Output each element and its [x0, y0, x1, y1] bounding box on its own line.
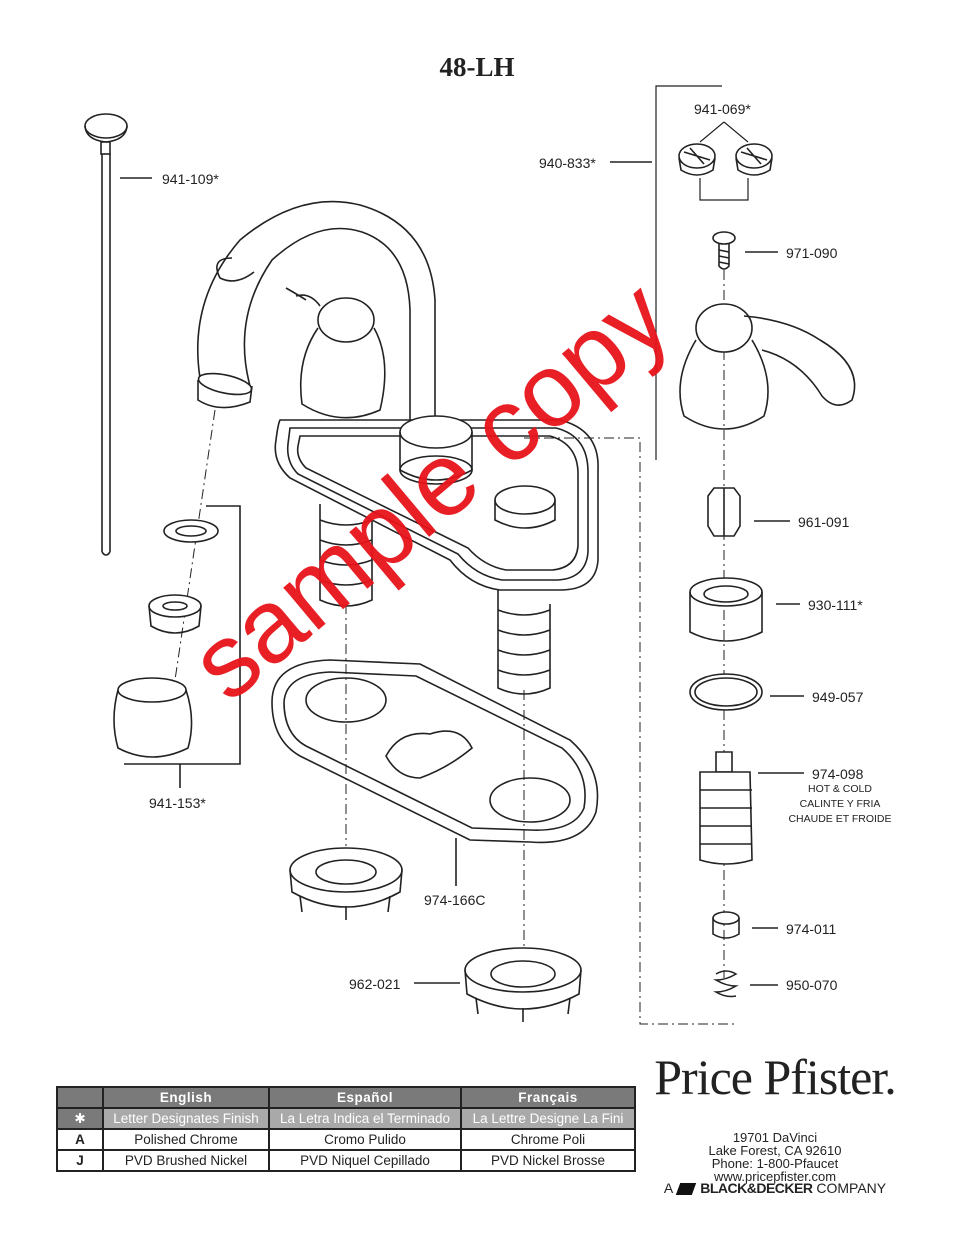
cell-fr: Chrome Poli: [460, 1128, 636, 1151]
cell-es: PVD Niquel Cepillado: [268, 1149, 462, 1172]
finish-key: J: [56, 1149, 104, 1172]
aerator-insert: [148, 594, 202, 634]
spout: [197, 200, 436, 420]
nut-left: [289, 847, 403, 920]
address-block: 19701 DaVinci Lake Forest, CA 92610 Phon…: [650, 1131, 900, 1183]
left-handle: [285, 287, 386, 419]
label-930-111: 930-111*: [808, 597, 863, 613]
cell-fr: PVD Nickel Brosse: [460, 1149, 636, 1172]
note-hot-cold: HOT & COLD: [808, 783, 872, 795]
address-street: 19701 DaVinci: [732, 1130, 818, 1145]
label-974-166C: 974-166C: [424, 892, 486, 908]
finish-table-header: English Español Français: [56, 1086, 636, 1109]
diagram-title: 48-LH: [439, 52, 515, 82]
aerator-housing: [113, 677, 193, 758]
nut-962-021: [464, 947, 582, 1022]
cell-en: Letter Designates Finish: [102, 1107, 270, 1130]
header-english: English: [102, 1086, 270, 1109]
price-pfister-logo: Price Pfister.: [654, 1049, 897, 1105]
table-row: ✱ Letter Designates Finish La Letra Indi…: [56, 1107, 636, 1130]
index-button-left: [678, 143, 716, 176]
cell-es: La Letra Indica el Terminado: [268, 1107, 462, 1130]
label-974-011: 974-011: [786, 921, 837, 937]
right-shank: [497, 590, 551, 695]
seat: [712, 911, 740, 939]
table-row: A Polished Chrome Cromo Pulido Chrome Po…: [56, 1128, 636, 1151]
bracket-940-833: [655, 85, 722, 460]
lever-handle: [679, 303, 856, 430]
table-row: J PVD Brushed Nickel PVD Niquel Cepillad…: [56, 1149, 636, 1172]
company-suffix: COMPANY: [816, 1180, 887, 1196]
cartridge: [699, 751, 753, 865]
label-974-098: 974-098: [812, 766, 864, 782]
label-962-021: 962-021: [349, 976, 401, 992]
gasket-plate: [271, 659, 599, 844]
company-name: BLACK&DECKER: [700, 1180, 813, 1196]
cell-es: Cromo Pulido: [268, 1128, 462, 1151]
label-940-833: 940-833*: [539, 155, 596, 171]
lift-rod: [84, 113, 128, 556]
bonnet-nut: [689, 577, 763, 642]
header-blank: [56, 1086, 104, 1109]
stem-adapter: [707, 487, 741, 537]
o-ring: [689, 673, 763, 711]
finish-key: A: [56, 1128, 104, 1151]
screw: [712, 231, 736, 270]
black-decker-logo-icon: [676, 1183, 697, 1196]
label-950-070: 950-070: [786, 977, 838, 993]
index-button-right: [735, 143, 773, 176]
company-prefix: A: [663, 1180, 673, 1196]
bracket-941-153: [124, 505, 241, 765]
parent-company: A BLACK&DECKER COMPANY: [650, 1180, 900, 1196]
note-spanish: CALINTE Y FRIA: [799, 798, 881, 810]
cell-fr: La Lettre Designe La Fini: [460, 1107, 636, 1130]
label-941-069: 941-069*: [694, 101, 751, 117]
phone: Phone: 1-800-Pfaucet: [711, 1156, 839, 1171]
label-961-091: 961-091: [798, 514, 850, 530]
label-941-109: 941-109*: [162, 171, 219, 187]
header-francais: Français: [460, 1086, 636, 1109]
label-974-098-notes: HOT & COLD CALINTE Y FRIA CHAUDE ET FROI…: [770, 782, 910, 827]
label-971-090: 971-090: [786, 245, 838, 261]
note-french: CHAUDE ET FROIDE: [788, 813, 892, 825]
address-city: Lake Forest, CA 92610: [708, 1143, 842, 1158]
spring: [713, 970, 739, 998]
header-espanol: Español: [268, 1086, 462, 1109]
cell-en: Polished Chrome: [102, 1128, 270, 1151]
website: www.pricepfister.com: [713, 1169, 837, 1184]
faucet-body: [274, 415, 599, 591]
star-key: ✱: [56, 1107, 104, 1130]
aerator-washer: [163, 519, 219, 543]
exploded-parts-drawing: [84, 85, 856, 1025]
label-949-057: 949-057: [812, 689, 864, 705]
cell-en: PVD Brushed Nickel: [102, 1149, 270, 1172]
finish-table: English Español Français ✱ Letter Design…: [56, 1086, 636, 1172]
label-941-153: 941-153*: [149, 795, 206, 811]
